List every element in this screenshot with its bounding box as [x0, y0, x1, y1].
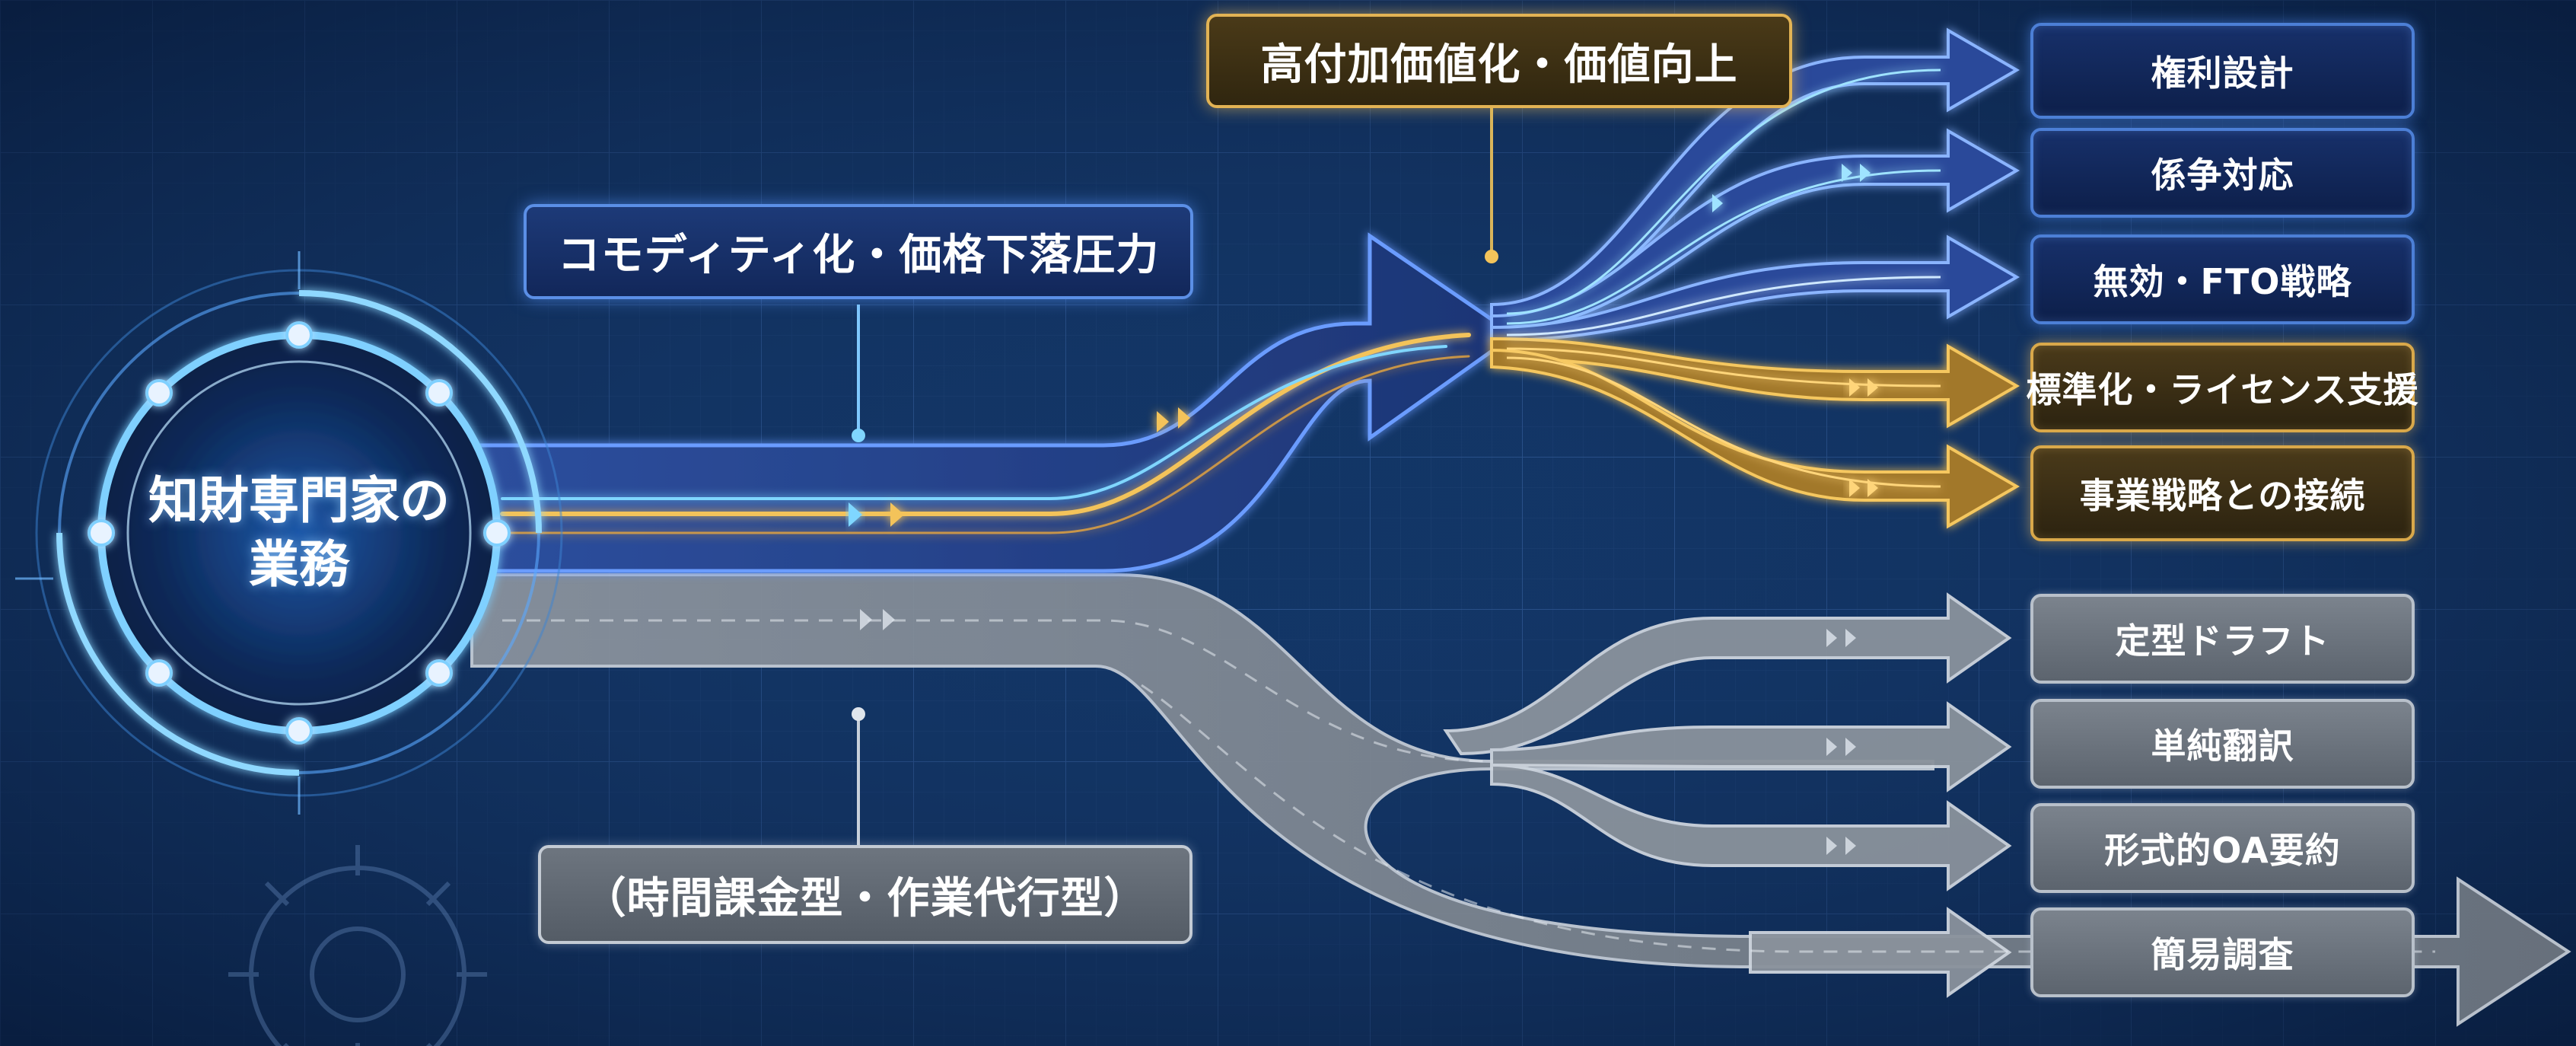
- output-dispute-response: 係争対応: [2030, 128, 2415, 218]
- hub-title-line1: 知財専門家の: [148, 471, 450, 530]
- output-formal-oa-summary: 形式的OA要約: [2030, 803, 2415, 893]
- category-label-value-add: 高付加価値化・価値向上: [1206, 14, 1792, 108]
- hub-title: 知財専門家の 業務: [82, 423, 516, 643]
- output-simple-search: 簡易調査: [2030, 907, 2415, 997]
- output-standardization-license-support: 標準化・ライセンス支援: [2026, 343, 2418, 432]
- output-invalidity-fto-strategy: 無効・FTO戦略: [2030, 234, 2415, 324]
- output-business-strategy-link: 事業戦略との接続: [2030, 445, 2415, 541]
- hub-title-line2: 業務: [249, 535, 349, 594]
- gear-icon: [228, 845, 487, 1046]
- output-template-draft: 定型ドラフト: [2030, 594, 2415, 684]
- hub-emblem: [15, 251, 563, 815]
- output-simple-translation: 単純翻訳: [2030, 699, 2415, 789]
- output-rights-design: 権利設計: [2030, 23, 2415, 119]
- category-label-hourly-billing: （時間課金型・作業代行型）: [538, 845, 1192, 944]
- category-label-commodity-pressure: コモディティ化・価格下落圧力: [524, 204, 1193, 299]
